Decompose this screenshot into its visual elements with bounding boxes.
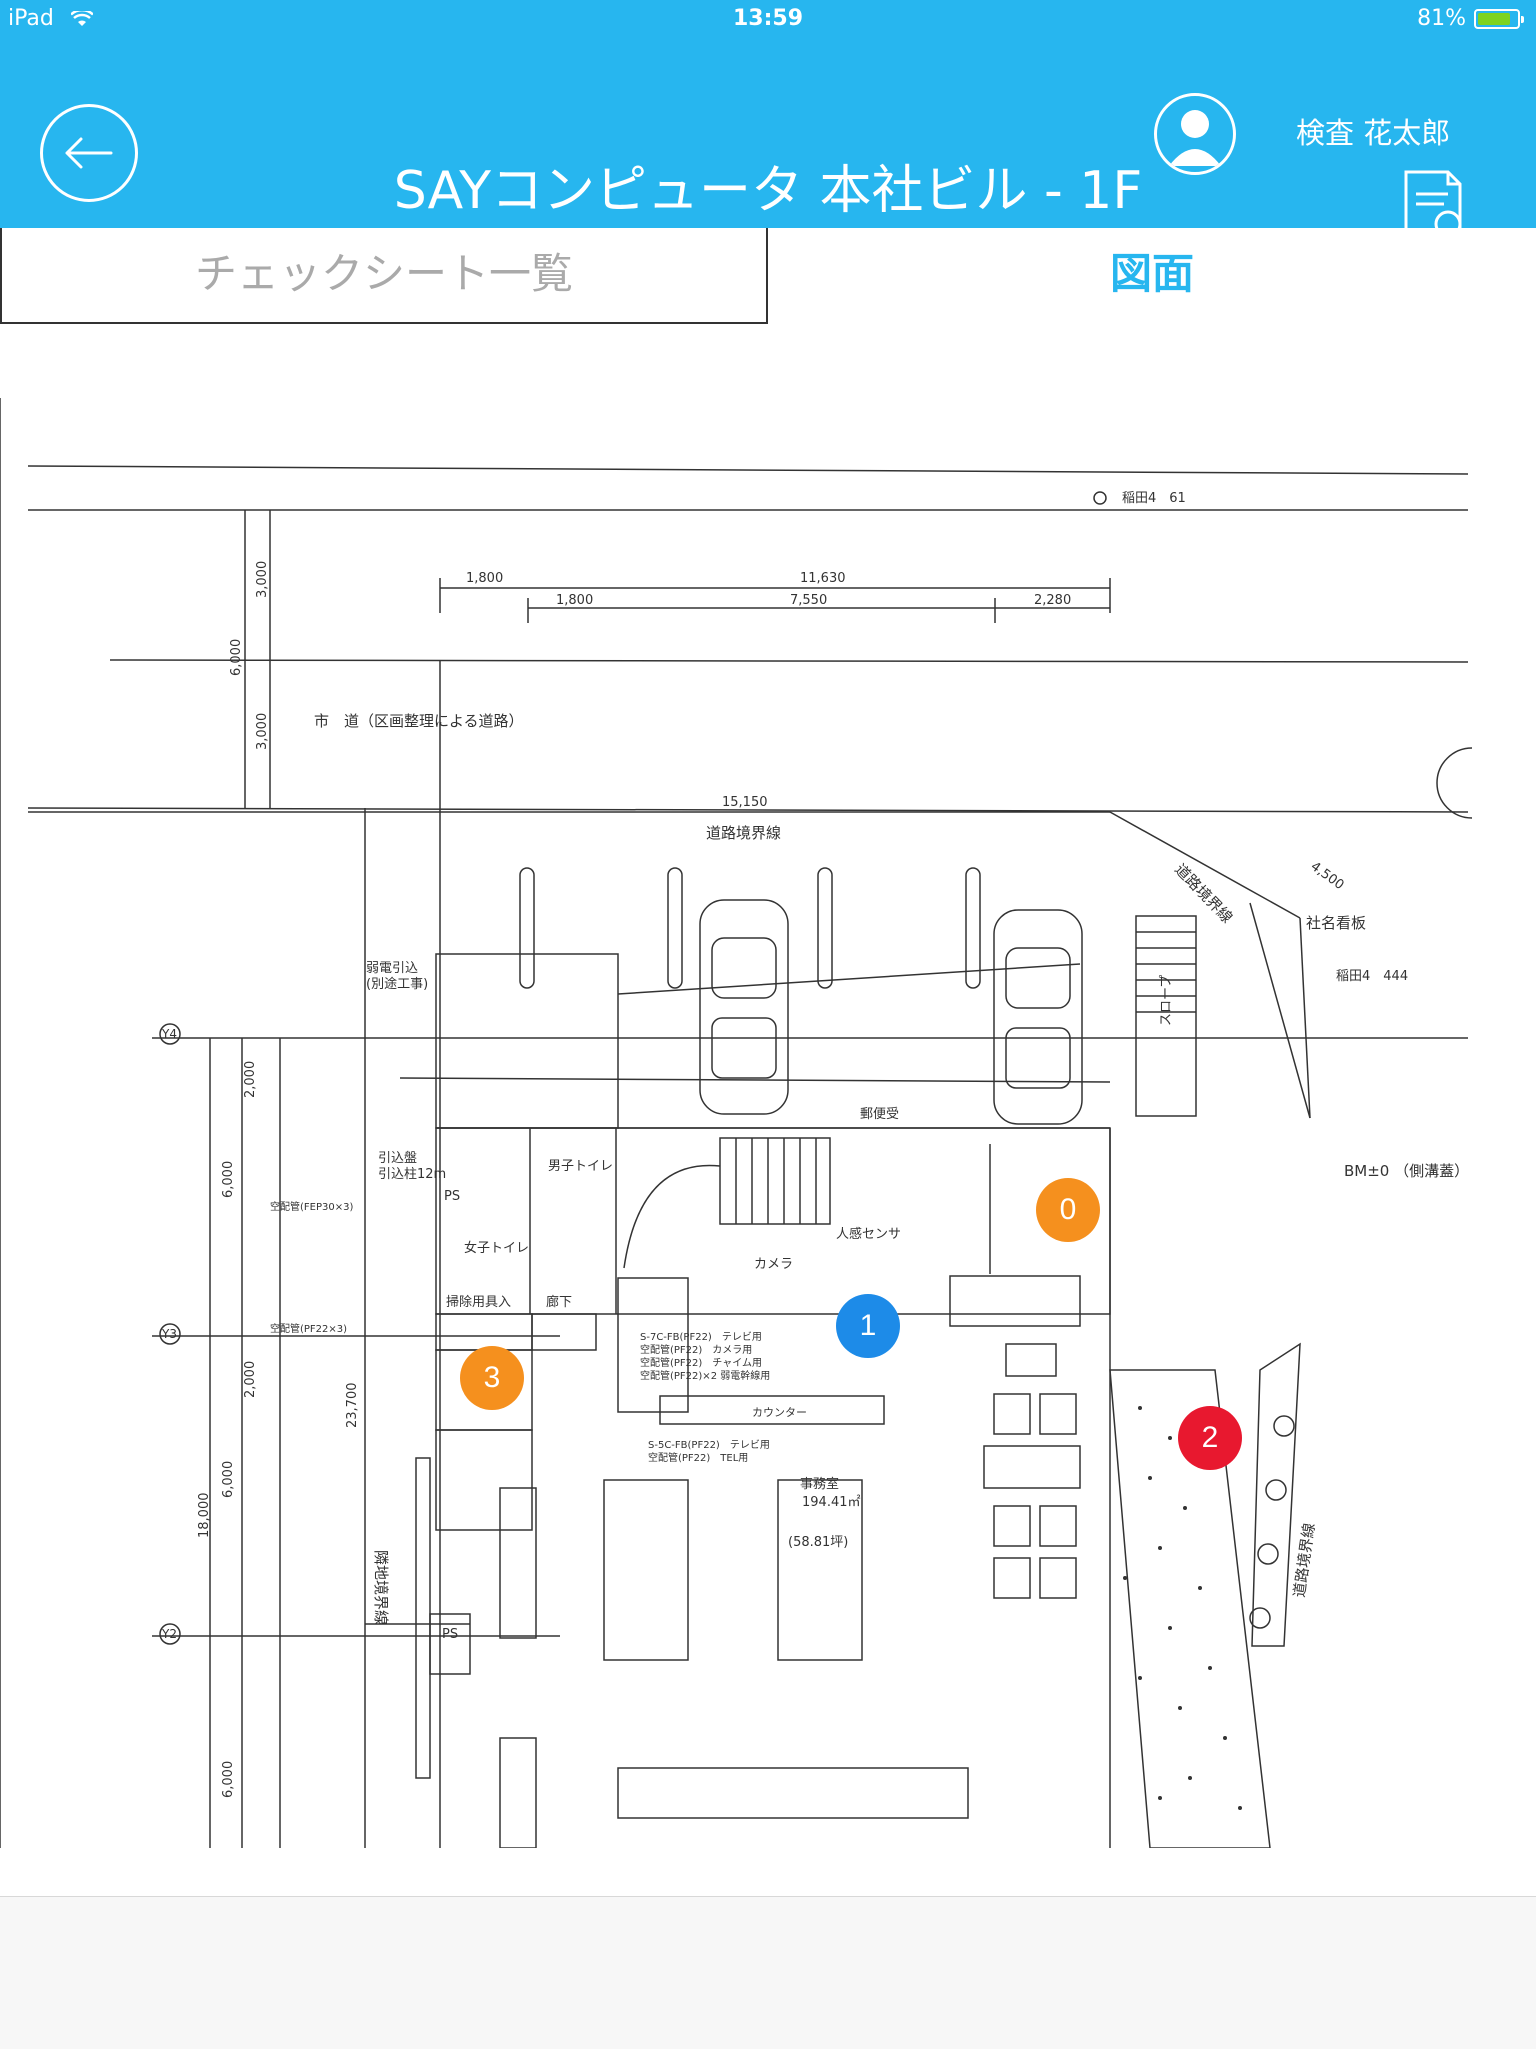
status-bar: iPad 13:59 81%	[0, 0, 1536, 40]
plan-label: 道路境界線	[1290, 1522, 1318, 1599]
marker-label: 2	[1201, 1421, 1219, 1454]
plan-label: (別途工事)	[366, 976, 428, 992]
plan-dimension: 18,000	[197, 1493, 212, 1539]
plan-label: 194.41㎡	[802, 1495, 861, 1510]
plan-dimension: 23,700	[345, 1383, 360, 1429]
plan-dimension: 6,000	[229, 639, 244, 676]
plan-dimension: 6,000	[221, 1761, 236, 1798]
inspection-marker-1[interactable]: 1	[836, 1294, 900, 1358]
user-name: 検査 花太郎	[1296, 116, 1451, 150]
status-right: 81%	[1417, 6, 1524, 31]
inspection-marker-3[interactable]: 3	[460, 1346, 524, 1410]
plan-label: PS	[442, 1627, 458, 1642]
plan-dimension: 2,000	[243, 1361, 258, 1398]
plan-label: PS	[444, 1189, 460, 1204]
plan-label: 隣地境界線	[372, 1550, 390, 1625]
plan-label: (58.81坪)	[788, 1535, 848, 1550]
marker-label: 0	[1059, 1193, 1077, 1226]
bottom-toolbar	[0, 1896, 1536, 2049]
battery-percent: 81%	[1417, 6, 1466, 31]
plan-label: 男子トイレ	[548, 1159, 613, 1174]
plan-label: 空配管(FEP30×3)	[270, 1200, 353, 1213]
wifi-icon	[70, 11, 93, 26]
grid-label: Y4	[161, 1027, 177, 1041]
status-time: 13:59	[732, 6, 804, 31]
plan-label: 廊下	[546, 1294, 572, 1310]
plan-label: 空配管(PF22) TEL用	[648, 1451, 748, 1464]
status-left: iPad	[8, 6, 93, 31]
tab-checksheet-list[interactable]: チェックシート一覧	[0, 228, 768, 324]
plan-dimension: 2,280	[1034, 593, 1071, 608]
floor-plan[interactable]: 稲田4 61 1,800 11,630 1,800 7,550 2,280 市 …	[0, 398, 1536, 1848]
plan-label: BM±0 （側溝蓋）	[1344, 1162, 1469, 1180]
plan-label: 稲田4 61	[1122, 491, 1186, 506]
inspection-marker-2[interactable]: 2	[1178, 1406, 1242, 1470]
plan-label: 社名看板	[1306, 914, 1366, 932]
plan-label: カメラ	[754, 1257, 793, 1272]
plan-label: 弱電引込	[366, 961, 418, 976]
grid-label: Y2	[161, 1627, 177, 1641]
plan-dimension: 4,500	[1308, 859, 1347, 893]
plan-dimension: 7,550	[790, 593, 827, 608]
plan-label: 女子トイレ	[464, 1240, 529, 1256]
plan-dimension: 6,000	[221, 1161, 236, 1198]
inspection-marker-0[interactable]: 0	[1036, 1178, 1100, 1242]
plan-label: 引込柱12m	[378, 1167, 446, 1182]
marker-label: 3	[483, 1361, 501, 1394]
plan-label: 空配管(PF22) カメラ用	[640, 1343, 752, 1356]
plan-label: 空配管(PF22) チャイム用	[640, 1356, 762, 1369]
plan-label: 事務室	[800, 1476, 839, 1492]
plan-label: スロープ	[1159, 975, 1174, 1026]
back-arrow-icon	[65, 137, 113, 169]
plan-label: S-7C-FB(PF22) テレビ用	[640, 1331, 762, 1343]
device-label: iPad	[8, 6, 54, 31]
plan-label: 空配管(PF22×3)	[270, 1322, 347, 1335]
plan-label: カウンター	[752, 1406, 807, 1419]
back-button[interactable]	[40, 104, 138, 202]
plan-label: 道路境界線	[706, 824, 781, 842]
plan-dimension: 2,000	[243, 1061, 258, 1098]
plan-dimension: 3,000	[255, 713, 270, 750]
plan-label: 空配管(PF22)×2 弱電幹線用	[640, 1369, 770, 1382]
plan-dimension: 1,800	[466, 571, 503, 586]
plan-dimension: 3,000	[255, 561, 270, 598]
plan-label: 稲田4 444	[1336, 969, 1408, 984]
tab-drawing[interactable]: 図面	[1109, 249, 1194, 298]
grid-label: Y3	[161, 1327, 177, 1341]
floor-plan-drawing: 稲田4 61 1,800 11,630 1,800 7,550 2,280 市 …	[0, 398, 1473, 1848]
plan-dimension: 11,630	[800, 571, 846, 586]
battery-icon	[1474, 8, 1524, 29]
plan-dimension: 6,000	[221, 1461, 236, 1498]
plan-dimension: 15,150	[722, 795, 768, 810]
plan-label: 引込盤	[378, 1151, 417, 1166]
page-title: SAYコンピュータ 本社ビル - 1F	[393, 161, 1143, 221]
segment-tabs: チェックシート一覧 図面	[0, 228, 1536, 324]
plan-label: 郵便受	[860, 1107, 899, 1122]
plan-label: 道路境界線	[1171, 860, 1236, 926]
plan-dimension: 1,800	[556, 593, 593, 608]
plan-label: S-5C-FB(PF22) テレビ用	[648, 1439, 770, 1451]
marker-label: 1	[859, 1309, 877, 1342]
plan-label: 市 道（区画整理による道路）	[314, 712, 524, 730]
plan-label: 掃除用具入	[446, 1294, 511, 1310]
nav-bar: 検査 花太郎 SAYコンピュータ 本社ビル - 1F	[0, 40, 1536, 251]
user-avatar-icon[interactable]	[1154, 93, 1236, 175]
plan-label: 人感センサ	[836, 1226, 901, 1242]
